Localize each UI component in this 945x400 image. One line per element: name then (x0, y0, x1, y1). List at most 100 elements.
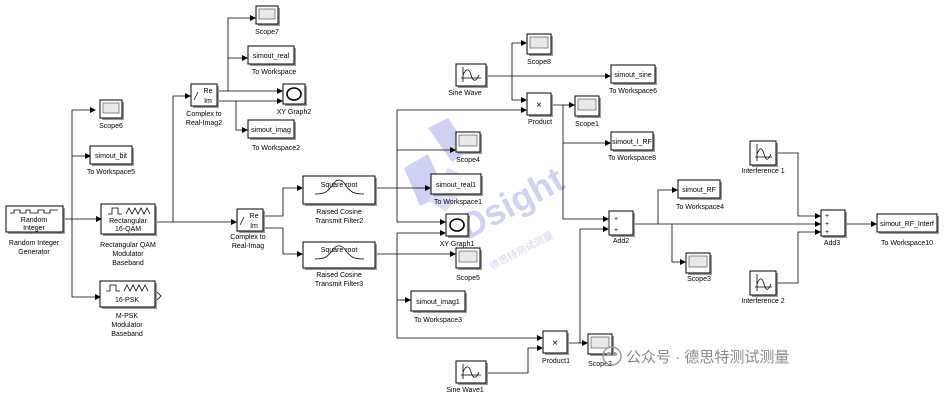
c2ri-2-block[interactable]: Re Im Complex to Real-Imag2 (186, 83, 222, 127)
rc-filter3-label-1: Raised Cosine (316, 272, 362, 279)
sine-wave1-label: Sine Wave1 (446, 387, 484, 394)
simout-real1-block[interactable]: simout_real1 To Workspace1 (430, 173, 483, 206)
interference2-block[interactable]: Interference 2 (741, 270, 785, 305)
simout-rf-interf-label: To Workspace10 (881, 240, 933, 247)
watermark-logo: Dsight 德思特测试测量 (404, 118, 571, 273)
xy-graph2-block[interactable]: XY Graph2 (277, 83, 312, 116)
add3-plus-2: + (825, 221, 829, 228)
scope6-label: Scope6 (99, 123, 123, 130)
scope6-block[interactable]: Scope6 (99, 99, 124, 130)
scope2-block[interactable]: Scope2 (587, 333, 614, 368)
scope7-block[interactable]: Scope7 (255, 5, 280, 36)
random-integer-block[interactable]: Random Integer Random Integer Generator (5, 205, 65, 256)
rect-qam-text-2: 16-QAM (115, 226, 141, 233)
simout-bit-label: To Workspace5 (87, 169, 135, 176)
mpsk-block[interactable]: 16-PSK M-PSK Modulator Baseband (99, 280, 162, 338)
rect-qam-label-1: Rectangular QAM (100, 242, 156, 249)
add2-plus-2: + (614, 227, 618, 234)
simout-imag-block[interactable]: simout_imag To Workspace2 (247, 119, 300, 152)
simout-real1-label: To Workspace1 (434, 199, 482, 206)
simout-real-text: simout_real (253, 53, 290, 60)
sine-wave-label: Sine Wave (448, 90, 482, 97)
rect-qam-label-2: Modulator (112, 251, 144, 258)
scope1-block[interactable]: Scope1 (574, 95, 601, 128)
c2ri-label-1: Complex to (230, 234, 266, 241)
sine-wave-block[interactable]: Sine Wave (448, 63, 488, 97)
watermark-sub: 德思特测试测量 (487, 228, 555, 272)
random-integer-label-2: Generator (18, 249, 50, 256)
simout-sine-block[interactable]: simout_sine To Workspace6 (609, 64, 657, 95)
product1-label: Product1 (542, 358, 570, 365)
mpsk-label-2: Modulator (111, 322, 143, 329)
simout-i-rf-block[interactable]: simout_I_RF To Workspace8 (608, 131, 656, 162)
xy-graph2-label: XY Graph2 (277, 109, 312, 116)
mpsk-text: 16-PSK (115, 297, 139, 304)
add2-label: Add2 (613, 238, 629, 245)
product-label: Product (528, 119, 552, 126)
simout-bit-text: simout_bit (95, 153, 127, 160)
scope4-block[interactable]: Scope4 (455, 131, 482, 164)
simout-i-rf-label: To Workspace8 (608, 155, 656, 162)
product-text: × (536, 100, 542, 111)
product-block[interactable]: × Product (526, 92, 553, 126)
scope2-label: Scope2 (588, 361, 612, 368)
c2ri-2-label-1: Complex to (186, 111, 222, 118)
simout-bit-block[interactable]: simout_bit To Workspace5 (87, 145, 135, 176)
simout-real-block[interactable]: simout_real To Workspace (247, 45, 296, 76)
c2ri-label-2: Real-Imag (232, 243, 264, 250)
rc-filter2-label-1: Raised Cosine (316, 209, 362, 216)
scope3-label: Scope3 (687, 276, 711, 283)
add3-plus-3: + (825, 229, 829, 236)
scope3-block[interactable]: Scope3 (685, 252, 712, 283)
rc-filter2-label-2: Transmit Filter2 (315, 218, 363, 225)
scope8-block[interactable]: Scope8 (526, 33, 553, 66)
xy-graph1-block[interactable]: XY Graph1 (440, 213, 475, 248)
rc-filter2-block[interactable]: Square root Raised Cosine Transmit Filte… (302, 175, 377, 225)
simout-imag-text: simout_imag (251, 127, 291, 134)
xy-graph1-label: XY Graph1 (440, 241, 475, 248)
simout-rf-interf-block[interactable]: simout_RF_Interf To Workspace10 (876, 213, 939, 247)
rc-filter3-block[interactable]: Square root Raised Cosine Transmit Filte… (302, 241, 377, 288)
scope5-label: Scope5 (456, 275, 480, 282)
rc-filter3-text: Square root (321, 247, 358, 254)
simout-real-label: To Workspace (252, 69, 296, 76)
simout-rf-interf-text: simout_RF_Interf (880, 221, 934, 228)
simout-sine-label: To Workspace6 (609, 88, 657, 95)
rect-qam-label-3: Baseband (112, 260, 144, 267)
rect-qam-block[interactable]: Rectangular 16-QAM Rectangular QAM Modul… (100, 203, 157, 267)
scope7-label: Scope7 (255, 29, 279, 36)
interference1-block[interactable]: Interference 1 (741, 140, 785, 175)
rc-filter2-text: Square root (321, 182, 358, 189)
rc-filter3-label-2: Transmit Filter3 (315, 281, 363, 288)
rect-qam-text-1: Rectangular (109, 218, 147, 225)
c2ri-2-text-im: Im (204, 98, 212, 105)
simout-imag1-text: simout_imag1 (416, 299, 460, 306)
random-integer-label-1: Random Integer (9, 240, 60, 247)
product1-block[interactable]: × Product1 (542, 330, 570, 365)
simout-real1-text: simout_real1 (436, 182, 476, 189)
c2ri-block[interactable]: Re Im Complex to Real-Imag (230, 208, 266, 250)
product1-text: × (552, 338, 558, 349)
simout-sine-text: simout_sine (614, 72, 651, 79)
mpsk-label-3: Baseband (111, 331, 143, 338)
scope8-label: Scope8 (527, 59, 551, 66)
wechat-caption: 公众号 · 德思特测试测量 (602, 346, 789, 366)
add3-plus-1: + (825, 213, 829, 220)
scope1-label: Scope1 (575, 121, 599, 128)
c2ri-text-re: Re (250, 213, 259, 220)
interference1-label: Interference 1 (741, 168, 784, 175)
add2-block[interactable]: + + Add2 (608, 210, 635, 245)
simout-rf-label: To Workspace4 (676, 204, 724, 211)
add3-block[interactable]: + + + Add3 (820, 209, 847, 247)
caption-text: 公众号 · 德思特测试测量 (626, 348, 789, 366)
simout-rf-text: simout_RF (682, 187, 716, 194)
add3-label: Add3 (824, 240, 840, 247)
simout-rf-block[interactable]: simout_RF To Workspace4 (676, 179, 724, 211)
simout-imag1-block[interactable]: simout_imag1 To Workspace3 (410, 290, 467, 324)
interference2-label: Interference 2 (741, 298, 784, 305)
sine-wave1-block[interactable]: Sine Wave1 (446, 360, 488, 394)
scope5-block[interactable]: Scope5 (455, 247, 482, 282)
random-integer-text-2: Integer (23, 225, 45, 232)
simout-imag-label: To Workspace2 (252, 145, 300, 152)
